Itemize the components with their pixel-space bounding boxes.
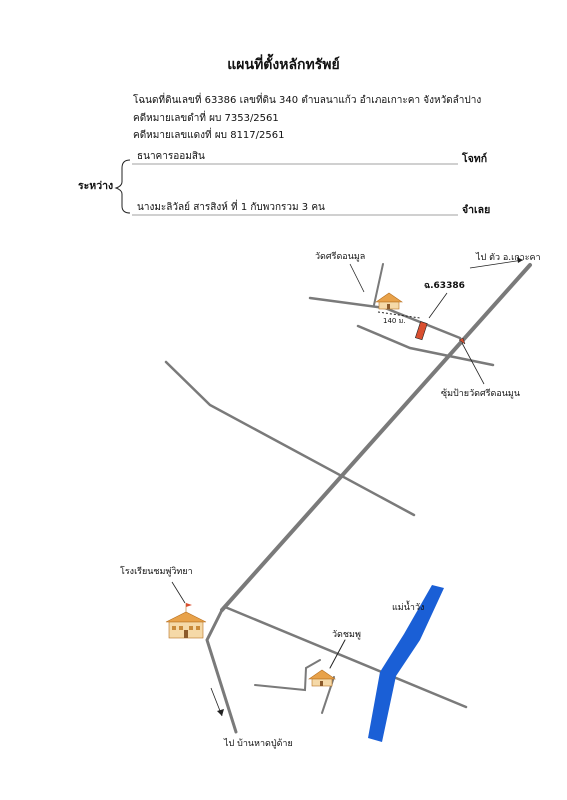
- school-icon: [165, 603, 207, 639]
- plaintiff-name: ธนาคารออมสิน: [137, 151, 205, 162]
- north-arrow-head-icon: [517, 257, 523, 263]
- defendant-role: จำเลย: [462, 204, 491, 216]
- defendant-name: นางมะลิวัลย์ สารสิงห์ ที่ 1 กับพวกรวม 3 …: [137, 202, 325, 213]
- temple-south-pointer: [329, 639, 346, 669]
- parcel-marker: [414, 321, 428, 341]
- distance-label: 140 ม.: [383, 317, 406, 325]
- north-direction-label: ไป ตัว อ.เกาะคา: [476, 253, 541, 263]
- plaintiff-role: โจทก์: [462, 153, 488, 165]
- parcel-label: ฉ.63386: [424, 281, 465, 291]
- south-direction-label: ไป บ้านหาดปู่ด้าย: [224, 739, 293, 749]
- school-pointer: [171, 581, 186, 604]
- south-east-road: [223, 605, 468, 709]
- black-case-line: คดีหมายเลขดำที่ ผบ 7353/2561: [133, 113, 279, 124]
- temple-north-access: [373, 263, 384, 306]
- red-case-line: คดีหมายเลขแดงที่ ผบ 8117/2561: [133, 130, 285, 141]
- river-wang: [368, 585, 444, 742]
- temple-south-road: [254, 659, 321, 692]
- junction-pointer: [461, 342, 485, 385]
- school-label: โรงเรียนชมพู่วิทยา: [120, 567, 193, 577]
- junction-sign-icon: [458, 337, 466, 345]
- temple-north-label: วัดศรีดอนมูล: [315, 252, 366, 262]
- temple-north-icon: [375, 292, 403, 310]
- north-direction-arrow: [469, 259, 524, 269]
- junction-label: ซุ้มป้ายวัดศรีดอนมูน: [441, 389, 521, 399]
- lower-village-road: [356, 324, 495, 367]
- party-bracket: [114, 159, 131, 214]
- deed-line: โฉนดที่ดินเลขที่ 63386 เลขที่ดิน 340 ตำบ…: [133, 95, 482, 106]
- temple-south-label: วัดชมพู: [332, 630, 361, 640]
- temple-south-icon: [308, 669, 336, 687]
- page-title: แผนที่ตั้งหลักทรัพย์: [227, 57, 340, 73]
- between-label: ระหว่าง: [78, 180, 114, 192]
- west-diagonal-road: [164, 360, 416, 517]
- highway-south: [205, 608, 238, 734]
- distance-line: [377, 311, 421, 319]
- parcel-pointer: [428, 292, 448, 319]
- river-label: แม่น้ำวัง: [392, 603, 425, 613]
- temple-north-pointer: [349, 263, 365, 293]
- south-arrow-head-icon: [217, 709, 224, 716]
- main-highway: [220, 263, 532, 612]
